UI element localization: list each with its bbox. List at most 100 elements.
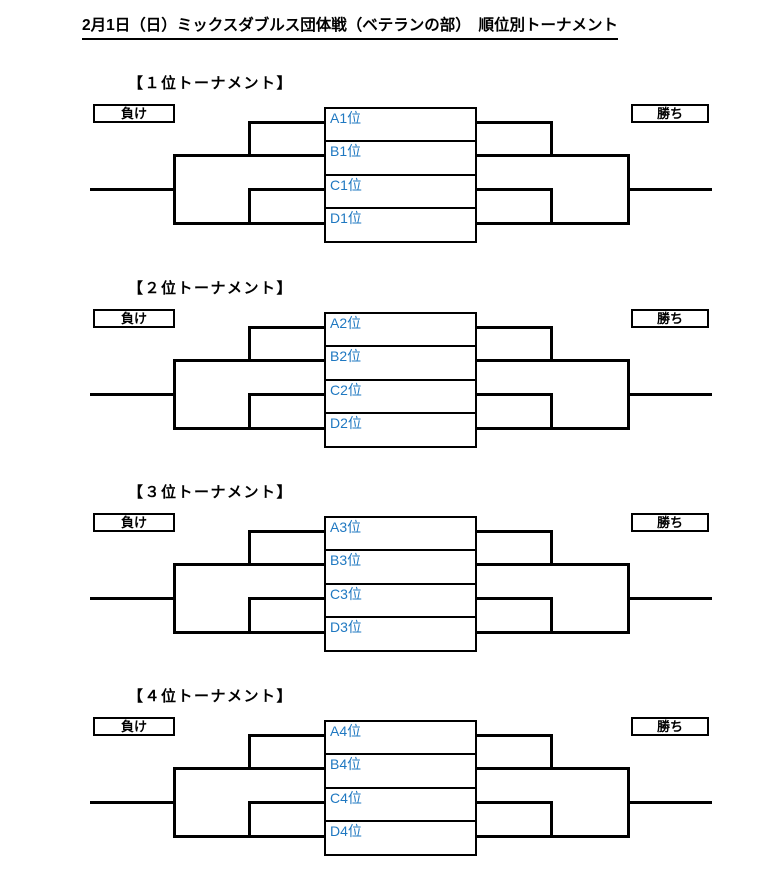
seed-row: A1位 [326,109,475,143]
right-semi-bottom-connector [550,393,553,428]
lose-tag: 負け [93,513,175,532]
left-semi-top-arm [173,154,251,157]
left-semi-top-arm [173,359,251,362]
seed-label: C1位 [330,176,362,193]
left-semi-bottom-connector [248,597,251,632]
seed-label: C3位 [330,585,362,602]
seed-box: A3位 B3位 C3位 D3位 [324,516,477,652]
right-quarter-d-arm [475,631,553,634]
seed-label: A4位 [330,723,362,739]
left-semi-top-arm [173,563,251,566]
left-quarter-c-arm [248,188,326,191]
seed-label: D4位 [330,822,362,839]
right-quarter-a-arm [475,121,553,124]
lose-tag: 負け [93,717,175,736]
left-quarter-c-arm [248,801,326,804]
right-semi-top-arm [550,154,630,157]
left-outer-stem [90,393,175,396]
seed-row: D4位 [326,822,475,855]
page-title: 2月1日（日）ミックスダブルス団体戦（ベテランの部） 順位別トーナメント [82,16,619,40]
bracket-diagram: 負け 勝ち A3位 B3位 C3位 D3位 [0,513,762,658]
seed-row: C1位 [326,176,475,209]
right-semi-bottom-arm [550,222,630,225]
right-semi-top-connector [550,530,553,565]
left-outer-stem [90,801,175,804]
right-semi-top-arm [550,563,630,566]
seed-label: A1位 [330,110,362,126]
left-outer-stem [90,188,175,191]
section-heading: 【４位トーナメント】 [128,688,294,705]
right-semi-top-connector [550,326,553,361]
seed-row: D2位 [326,414,475,447]
win-tag: 勝ち [631,309,709,328]
right-outer-stem [627,188,712,191]
left-semi-bottom-connector [248,393,251,428]
win-tag: 勝ち [631,513,709,532]
left-semi-top-connector [248,734,251,769]
seed-label: D3位 [330,618,362,635]
right-semi-bottom-connector [550,188,553,223]
left-quarter-a-arm [248,121,326,124]
seed-row: C3位 [326,585,475,618]
right-quarter-d-arm [475,222,553,225]
seed-label: B3位 [330,552,362,569]
left-final-connector [173,359,176,429]
right-quarter-b-arm [475,563,553,566]
right-semi-bottom-arm [550,427,630,430]
right-quarter-b-arm [475,767,553,770]
seed-row: B2位 [326,347,475,381]
seed-label: C4位 [330,789,362,806]
seed-box: A4位 B4位 C4位 D4位 [324,720,477,856]
left-quarter-b-arm [248,154,326,157]
seed-row: B3位 [326,551,475,585]
left-semi-bottom-arm [173,835,251,838]
left-final-connector [173,767,176,837]
right-quarter-b-arm [475,359,553,362]
seed-label: B1位 [330,143,362,160]
right-outer-stem [627,393,712,396]
seed-label: D1位 [330,209,362,226]
seed-row: D1位 [326,209,475,242]
right-quarter-d-arm [475,835,553,838]
left-semi-top-connector [248,326,251,361]
left-semi-bottom-connector [248,801,251,836]
left-quarter-d-arm [248,835,326,838]
right-semi-bottom-arm [550,631,630,634]
lose-tag: 負け [93,309,175,328]
right-quarter-a-arm [475,326,553,329]
right-quarter-b-arm [475,154,553,157]
seed-row: C4位 [326,789,475,822]
left-quarter-c-arm [248,393,326,396]
left-quarter-b-arm [248,359,326,362]
right-quarter-a-arm [475,734,553,737]
right-quarter-c-arm [475,801,553,804]
bracket-diagram: 負け 勝ち A1位 B1位 C1位 D1位 [0,104,762,249]
seed-row: A4位 [326,722,475,756]
right-quarter-c-arm [475,597,553,600]
left-quarter-d-arm [248,631,326,634]
left-semi-top-connector [248,530,251,565]
section-heading: 【２位トーナメント】 [128,280,294,297]
seed-row: B4位 [326,755,475,789]
left-quarter-a-arm [248,326,326,329]
seed-row: A2位 [326,314,475,348]
seed-row: D3位 [326,618,475,651]
left-quarter-b-arm [248,563,326,566]
left-quarter-a-arm [248,734,326,737]
right-semi-top-connector [550,121,553,156]
right-semi-bottom-connector [550,801,553,836]
left-final-connector [173,154,176,224]
left-semi-bottom-arm [173,631,251,634]
left-outer-stem [90,597,175,600]
right-quarter-c-arm [475,188,553,191]
right-quarter-d-arm [475,427,553,430]
left-final-connector [173,563,176,633]
seed-box: A2位 B2位 C2位 D2位 [324,312,477,448]
left-semi-bottom-arm [173,427,251,430]
right-semi-top-arm [550,359,630,362]
left-semi-top-arm [173,767,251,770]
seed-label: D2位 [330,414,362,431]
right-semi-bottom-arm [550,835,630,838]
lose-tag: 負け [93,104,175,123]
win-tag: 勝ち [631,104,709,123]
